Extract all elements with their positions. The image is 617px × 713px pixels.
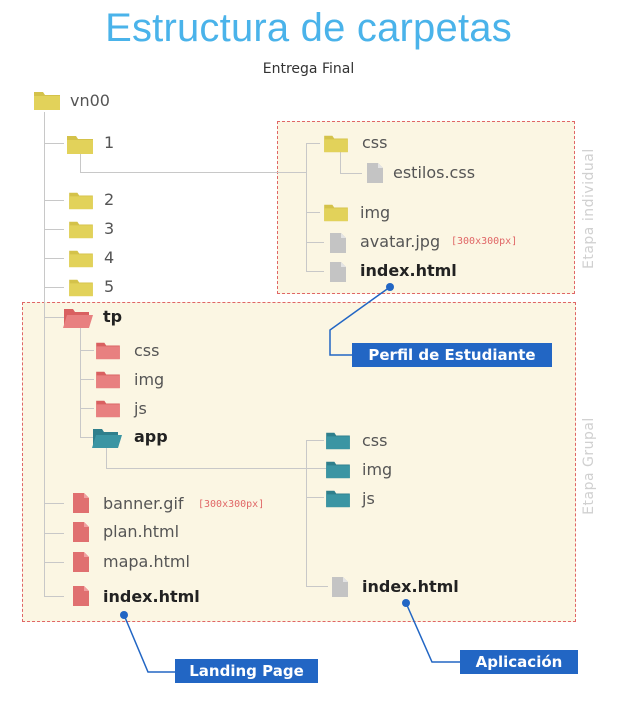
- tree-line: [306, 212, 320, 213]
- folder-label: js: [362, 489, 375, 508]
- page-subtitle: Entrega Final: [262, 61, 355, 77]
- folder-label: img: [134, 370, 165, 389]
- file-label: index.html: [103, 587, 200, 606]
- folder-icon: [96, 400, 120, 418]
- tree-line: [80, 350, 94, 351]
- folder-label: 3: [104, 219, 115, 238]
- folder-label: img: [362, 460, 393, 479]
- file-label: banner.gif: [103, 494, 184, 513]
- tree-line: [306, 440, 324, 441]
- tree-line: [306, 242, 324, 243]
- folder-icon: [69, 192, 93, 210]
- tree-line: [44, 143, 64, 144]
- folder-icon: [69, 221, 93, 239]
- file-icon: [330, 233, 346, 253]
- file-icon: [330, 262, 346, 282]
- tree-line: [44, 317, 64, 318]
- folder-label: img: [360, 203, 391, 222]
- file-icon: [367, 163, 383, 183]
- tree-line: [44, 503, 64, 504]
- folder-icon: [67, 136, 93, 154]
- tree-line: [44, 200, 64, 201]
- file-icon: [73, 552, 89, 572]
- tree-line: [80, 408, 94, 409]
- tree-line: [44, 229, 64, 230]
- image-size-note: [300x300px]: [198, 499, 265, 510]
- folder-icon: [34, 92, 60, 110]
- tree-line: [80, 327, 81, 438]
- file-icon: [73, 522, 89, 542]
- tree-line: [306, 143, 320, 144]
- tree-line: [80, 437, 94, 438]
- folder-icon: [96, 371, 120, 389]
- tree-line: [80, 172, 306, 173]
- file-icon: [73, 586, 89, 606]
- tree-line: [44, 112, 45, 597]
- folder-icon: [69, 250, 93, 268]
- page-title: Estructura de carpetas: [105, 6, 512, 50]
- folder-icon: [324, 135, 348, 153]
- file-label: estilos.css: [393, 163, 476, 182]
- tree-line: [44, 287, 64, 288]
- tree-line: [44, 562, 64, 563]
- folder-label: css: [362, 133, 388, 152]
- folder-label: 5: [104, 277, 115, 296]
- folder-icon: [96, 342, 120, 360]
- image-size-note: [300x300px]: [451, 236, 518, 247]
- folder-label: tp: [103, 307, 123, 326]
- tree-line: [44, 258, 64, 259]
- folder-icon: [326, 461, 350, 479]
- file-label: index.html: [360, 261, 457, 280]
- tree-line: [306, 271, 324, 272]
- tree-line: [80, 379, 94, 380]
- folder-label: 2: [104, 190, 115, 209]
- tree-line: [106, 448, 107, 468]
- folder-label: 4: [104, 248, 115, 267]
- tree-line: [44, 533, 64, 534]
- tree-line: [306, 440, 307, 586]
- folder-label: 1: [104, 133, 115, 152]
- tree-line: [306, 497, 324, 498]
- file-label: mapa.html: [103, 552, 190, 571]
- folder-icon: [69, 279, 93, 297]
- tree-line: [306, 586, 328, 587]
- file-icon: [73, 493, 89, 513]
- folder-icon: [324, 204, 348, 222]
- file-icon: [332, 577, 348, 597]
- folder-label: css: [362, 431, 388, 450]
- file-label: index.html: [362, 577, 459, 596]
- root-folder-label: vn00: [70, 91, 110, 110]
- tree-line: [80, 152, 81, 172]
- callout-landing-page: Landing Page: [175, 659, 318, 683]
- callout-aplicacion: Aplicación: [460, 650, 578, 674]
- callout-perfil-estudiante: Perfil de Estudiante: [352, 343, 552, 367]
- tree-line: [44, 596, 64, 597]
- folder-icon: [326, 490, 350, 508]
- folder-label: js: [134, 399, 147, 418]
- tree-line: [340, 173, 362, 174]
- folder-label: css: [134, 341, 160, 360]
- file-label: plan.html: [103, 522, 180, 541]
- tree-line: [340, 152, 341, 173]
- tree-line: [106, 468, 328, 469]
- tree-line: [306, 143, 307, 271]
- folder-open-icon: [92, 429, 122, 448]
- folder-open-icon: [63, 309, 93, 328]
- folder-icon: [326, 432, 350, 450]
- file-label: avatar.jpg: [360, 232, 441, 251]
- folder-label: app: [134, 427, 168, 446]
